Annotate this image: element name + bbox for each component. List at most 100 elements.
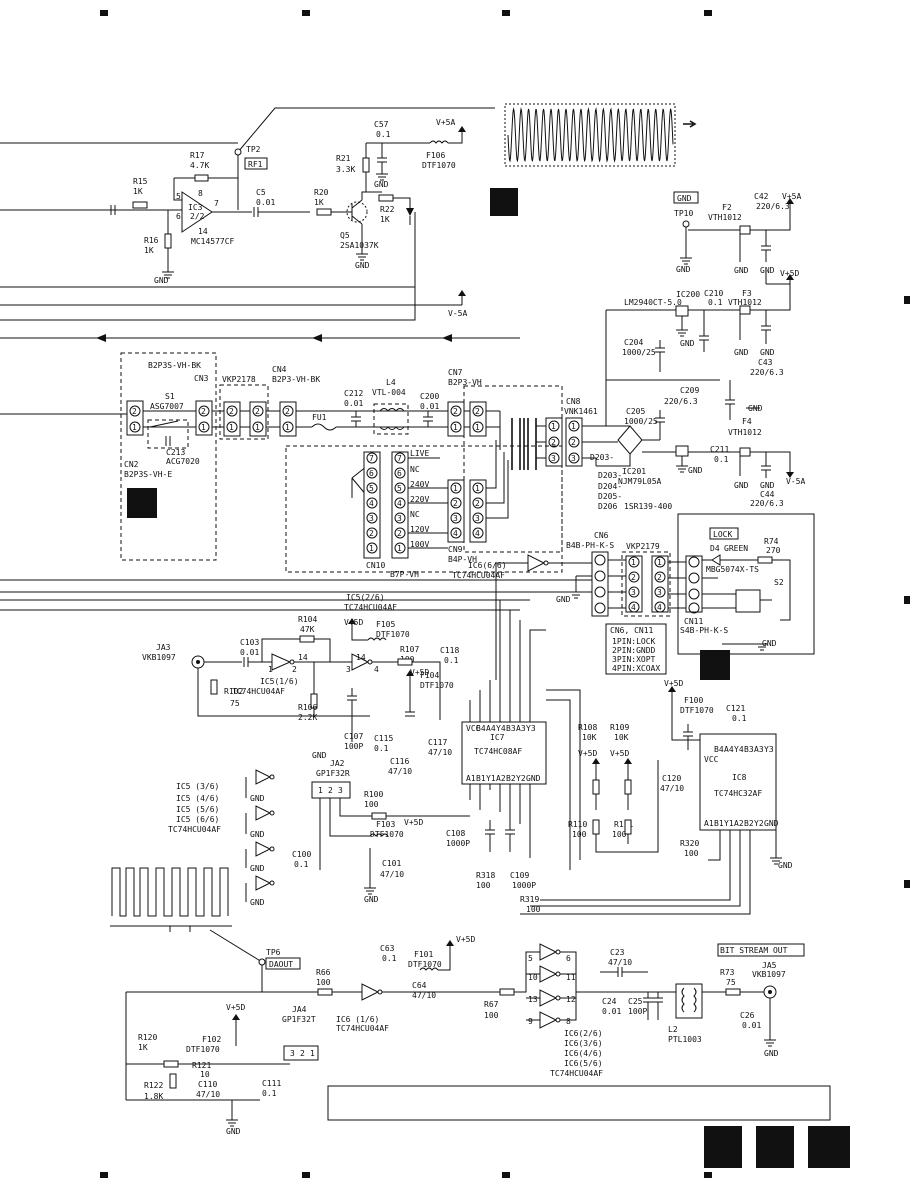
svg-text:DTF1070: DTF1070 <box>408 960 442 969</box>
svg-text:GND: GND <box>312 751 327 760</box>
svg-text:10K: 10K <box>614 733 629 742</box>
svg-text:3PIN:XOPT: 3PIN:XOPT <box>612 655 656 664</box>
ic5-spare-inverters: GND GND GND GND <box>245 769 275 907</box>
svg-text:100: 100 <box>526 905 541 914</box>
svg-text:CN7: CN7 <box>448 368 463 377</box>
ja4-transmitter <box>283 1045 319 1061</box>
svg-text:2: 2 <box>328 786 333 795</box>
ic3-part: MC14577CF <box>191 237 235 246</box>
tp2-id: TP2 <box>246 145 261 154</box>
c5-ref: C5 <box>256 188 266 197</box>
svg-text:F101: F101 <box>414 950 433 959</box>
page-block-3 <box>808 1126 850 1168</box>
svg-text:R20: R20 <box>314 188 329 197</box>
svg-text:C43: C43 <box>758 358 773 367</box>
svg-text:100V: 100V <box>410 540 429 549</box>
svg-text:47/10: 47/10 <box>412 991 436 1000</box>
svg-text:B4P-VH: B4P-VH <box>448 555 477 564</box>
svg-text:2: 2 <box>201 407 206 416</box>
svg-text:5: 5 <box>397 484 402 493</box>
svg-text:4: 4 <box>453 529 458 538</box>
svg-text:GND: GND <box>688 466 703 475</box>
svg-text:1: 1 <box>453 484 458 493</box>
svg-text:7: 7 <box>214 199 219 208</box>
svg-text:TC74HCU04AF: TC74HCU04AF <box>452 571 505 580</box>
svg-text:GND: GND <box>762 639 777 648</box>
svg-text:B7P-VH: B7P-VH <box>390 570 419 579</box>
svg-text:CN4: CN4 <box>272 365 287 374</box>
transformer-board <box>463 385 563 553</box>
registration-marks <box>100 10 910 1178</box>
svg-text:6: 6 <box>566 954 571 963</box>
svg-text:C210: C210 <box>704 289 723 298</box>
svg-text:R100: R100 <box>364 790 383 799</box>
svg-text:1: 1 <box>268 665 273 674</box>
svg-text:2: 2 <box>369 529 374 538</box>
svg-text:3: 3 <box>631 588 636 597</box>
svg-text:4: 4 <box>475 529 480 538</box>
svg-text:2PIN:GNDD: 2PIN:GNDD <box>612 646 656 655</box>
ic8-chip <box>699 733 777 831</box>
svg-text:47/10: 47/10 <box>608 958 632 967</box>
svg-text:A2: A2 <box>496 774 506 783</box>
svg-text:A2: A2 <box>734 819 744 828</box>
ic3-opamp <box>181 191 213 233</box>
svg-text:B4B-PH-K-S: B4B-PH-K-S <box>566 541 614 550</box>
svg-text:GND: GND <box>760 266 775 275</box>
svg-text:VTL-004: VTL-004 <box>372 388 406 397</box>
svg-text:CN6: CN6 <box>594 531 609 540</box>
lock-section: LOCK D4 GREEN R74 270 MBG5074X-TS S2 CN1… <box>452 513 815 680</box>
svg-text:IC200: IC200 <box>676 290 700 299</box>
ic5-1-inverter <box>271 653 292 671</box>
svg-text:C118: C118 <box>440 646 459 655</box>
svg-text:VCC: VCC <box>704 755 719 764</box>
svg-text:1: 1 <box>475 484 480 493</box>
svg-text:IC5(2/6): IC5(2/6) <box>346 593 385 602</box>
svg-text:C108: C108 <box>446 829 465 838</box>
svg-text:GND: GND <box>680 339 695 348</box>
svg-text:GP1F32T: GP1F32T <box>282 1015 316 1024</box>
svg-text:R102: R102 <box>224 687 243 696</box>
svg-text:3: 3 <box>346 665 351 674</box>
svg-text:1: 1 <box>318 786 323 795</box>
svg-text:C109: C109 <box>510 871 529 880</box>
svg-text:CN8: CN8 <box>566 397 581 406</box>
svg-text:0.1: 0.1 <box>374 744 389 753</box>
r15-val: 1K <box>133 187 143 196</box>
svg-text:1: 1 <box>571 422 576 431</box>
svg-text:S2: S2 <box>774 578 784 587</box>
svg-text:B1: B1 <box>476 774 486 783</box>
svg-text:ASG7007: ASG7007 <box>150 402 184 411</box>
svg-text:1000/25: 1000/25 <box>622 348 656 357</box>
svg-text:IC6 (1/6): IC6 (1/6) <box>336 1015 379 1024</box>
cn2-cn3-board <box>120 352 217 561</box>
tp2-label: RF1 <box>248 160 263 169</box>
s2-switch <box>735 589 761 613</box>
signal-arrows <box>0 334 520 342</box>
svg-text:D205-: D205- <box>598 492 622 501</box>
svg-text:D203-: D203- <box>590 453 614 462</box>
svg-text:V+5D: V+5D <box>410 668 429 677</box>
svg-text:A1: A1 <box>466 774 476 783</box>
svg-text:C120: C120 <box>662 774 681 783</box>
svg-text:2: 2 <box>397 529 402 538</box>
svg-text:V+5D: V+5D <box>226 1003 245 1012</box>
svg-text:R67: R67 <box>484 1000 499 1009</box>
svg-text:GND: GND <box>250 864 265 873</box>
svg-text:1K: 1K <box>138 1043 148 1052</box>
svg-text:47/10: 47/10 <box>660 784 684 793</box>
svg-text:270: 270 <box>766 546 781 555</box>
svg-text:C107: C107 <box>344 732 363 741</box>
svg-text:GND: GND <box>250 898 265 907</box>
svg-text:47/10: 47/10 <box>428 748 452 757</box>
svg-text:IC5(1/6): IC5(1/6) <box>260 677 299 686</box>
svg-text:C111: C111 <box>262 1079 281 1088</box>
tp2-point <box>234 148 242 156</box>
r17-ref: R17 <box>190 151 205 160</box>
svg-text:F3: F3 <box>742 289 752 298</box>
svg-text:11: 11 <box>566 973 576 982</box>
r16-val: 1K <box>144 246 154 255</box>
svg-text:MBG5074X-TS: MBG5074X-TS <box>706 565 759 574</box>
svg-text:R319: R319 <box>520 895 539 904</box>
